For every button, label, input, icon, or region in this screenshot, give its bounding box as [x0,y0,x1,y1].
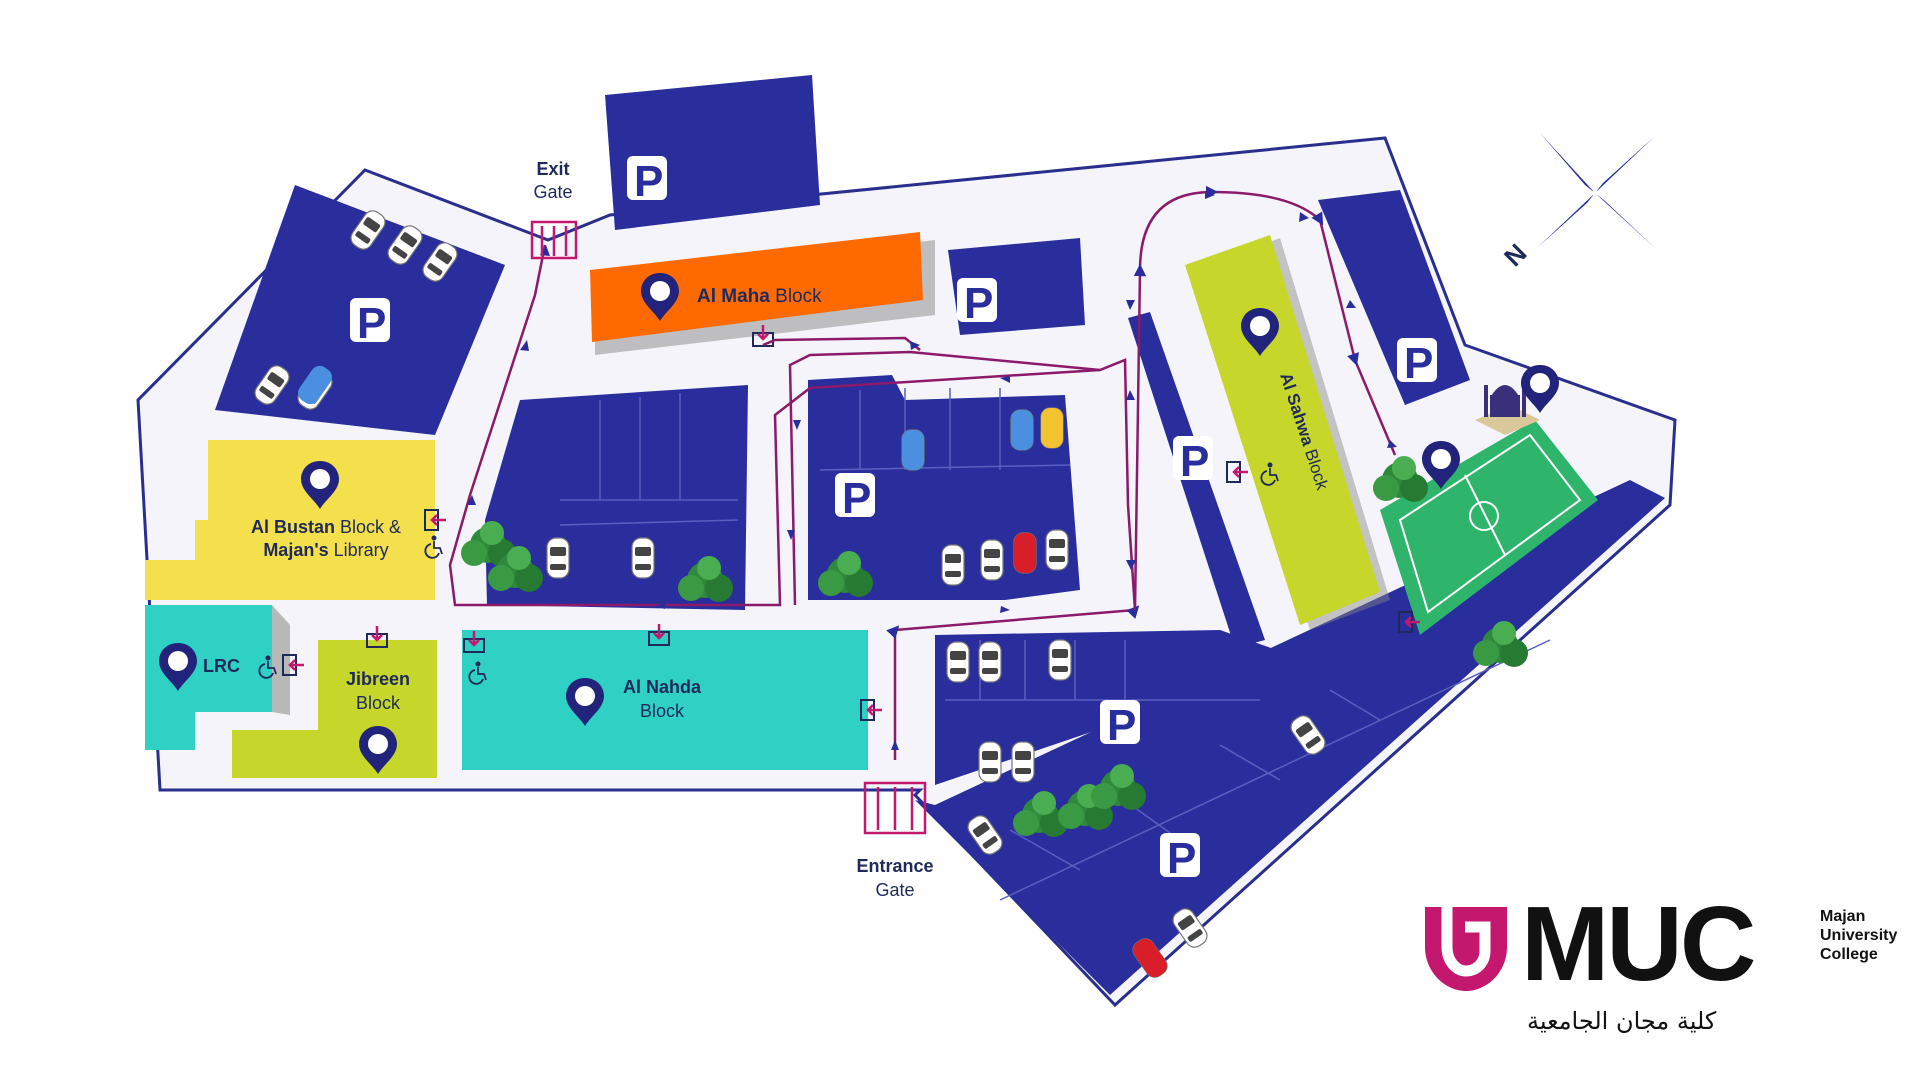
parking-sign-maha-east [957,278,997,328]
svg-text:Al Maha Block: Al Maha Block [697,286,822,307]
entrance-gate-label-line2: Gate [875,880,914,900]
parking-sign-north [627,156,667,206]
building-al-bustan[interactable]: Al Bustan Block & Majan's Library [145,440,448,600]
parking-lot-north [605,75,820,230]
muc-brand: MUC Majan University College كلية مجان ا… [1425,891,1905,1045]
building-al-nahda[interactable]: Al Nahda Block [462,622,884,770]
entrance-gate-label-line1: Entrance [856,856,933,876]
exit-gate-label-line2: Gate [533,182,572,202]
compass-north-label: N [1498,238,1532,272]
mosque-icon [1475,365,1559,435]
compass-rose-icon: N [1498,133,1655,272]
muc-shield-logo-icon [1425,907,1507,991]
building-lrc-name: LRC [203,656,240,676]
parking-lot-south-big [915,480,1665,995]
muc-subtitle-line2: University [1820,927,1898,944]
parking-sign-west [350,298,390,348]
parking-sign-ne [1397,338,1437,388]
muc-subtitle-line1: Majan [1820,908,1866,925]
svg-text:Majan's Library: Majan's Library [263,540,388,560]
parking-sign-center [835,473,875,523]
building-jibreen-name: Jibreen [346,669,410,689]
football-field [1380,420,1598,635]
building-al-nahda-name: Al Nahda [623,677,702,697]
parking-sign-south [1100,700,1140,750]
muc-wordmark: MUC [1521,885,1756,1003]
svg-text:Al Bustan Block &: Al Bustan Block & [251,517,401,537]
muc-subtitle: Majan University College [1820,907,1897,964]
building-al-nahda-suffix: Block [640,701,685,721]
muc-arabic-name: كلية مجان الجامعية [1527,1007,1717,1035]
entrance-gate[interactable]: Entrance Gate [856,781,934,900]
building-al-bustan-line2-rest: Library [334,540,389,560]
building-al-bustan-line1-rest: Block & [340,517,401,537]
exit-gate[interactable]: Exit Gate [530,159,578,260]
building-al-maha[interactable]: Al Maha Block [590,232,935,355]
building-al-bustan-line2-bold: Majan's [263,540,328,560]
parking-sign-south-big [1160,833,1200,883]
muc-subtitle-line3: College [1820,946,1878,963]
building-jibreen[interactable]: Jibreen Block [232,624,437,778]
parking-sign-sahwa-strip [1173,436,1213,486]
building-al-bustan-line1-bold: Al Bustan [251,517,335,537]
building-al-maha-name: Al Maha [697,286,770,307]
building-al-maha-suffix: Block [775,286,822,307]
exit-gate-label-line1: Exit [536,159,569,179]
building-lrc[interactable]: LRC [145,605,306,750]
building-jibreen-suffix: Block [356,693,401,713]
